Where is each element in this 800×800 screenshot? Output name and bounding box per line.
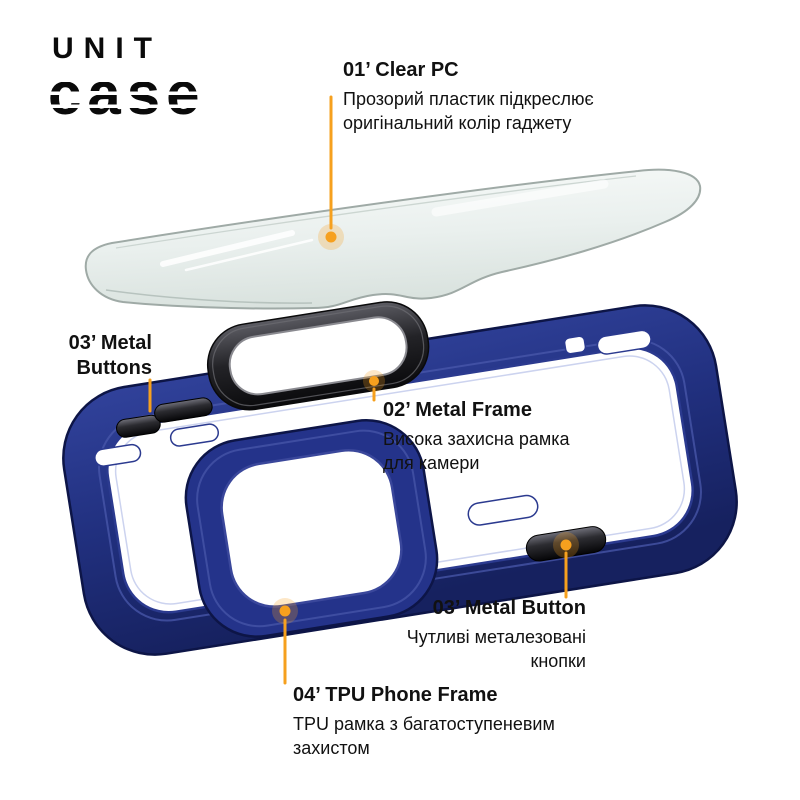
glass-reflection-2 <box>184 238 314 272</box>
case-cutout-button-right <box>467 494 539 526</box>
callout-metal-frame: 02’ Metal Frame Висока захисна рамка для… <box>383 398 570 475</box>
case-cutout-button-left-2 <box>169 423 220 447</box>
callout-dot-clear-pc <box>325 231 337 243</box>
callout-dot-metal-frame <box>369 376 379 386</box>
callout-dots <box>272 224 579 624</box>
glass-reflection-1 <box>160 230 295 267</box>
callout-dot-metal-button <box>560 539 572 551</box>
metal-button-small <box>116 414 161 438</box>
logo-case-text: case <box>48 60 205 125</box>
callout-tpu-frame-body-line2: захистом <box>293 738 370 758</box>
callout-metal-button-title: 03’ Metal Button <box>432 597 586 619</box>
callout-lines <box>148 95 568 685</box>
callout-metal-frame-body-line1: Висока захисна рамка <box>383 429 570 449</box>
glass-reflection-3 <box>431 179 609 217</box>
brand-logo-art: UNIT case <box>48 32 205 127</box>
callout-clear-pc-body-line1: Прозорий пластик підкреслює <box>343 89 594 109</box>
clear-pc-thickness-edge <box>105 289 313 304</box>
logo-unit-text: UNIT <box>52 32 162 65</box>
clear-pc-inner-edge <box>115 175 637 249</box>
callout-metal-buttons-title-line2: Buttons <box>76 357 152 379</box>
brand-logo: UNIT case <box>44 30 219 130</box>
tpu-camera-hole <box>220 448 403 608</box>
callout-dot-tpu-frame <box>279 605 291 617</box>
metal-button-long <box>154 397 213 423</box>
callout-clear-pc-title: 01’ Clear PC <box>343 59 459 81</box>
clear-pc-outline <box>84 168 702 310</box>
callout-clear-pc-body-line2: оригінальний колір гаджету <box>343 113 572 133</box>
callout-tpu-frame: 04’ TPU Phone Frame TPU рамка з багатост… <box>293 683 555 760</box>
callout-metal-frame-body-line2: для камери <box>383 453 480 473</box>
camera-metal-frame-rim <box>212 305 425 407</box>
callout-metal-button-body-line1: Чутливі металезовані <box>406 627 586 647</box>
callout-metal-frame-title: 02’ Metal Frame <box>383 399 532 421</box>
callout-metal-button-body-line2: кнопки <box>530 651 586 671</box>
callout-tpu-frame-body-line1: TPU рамка з багатоступеневим <box>293 714 555 734</box>
tpu-camera-frame-highlight <box>196 429 427 628</box>
case-cutout-mute-switch <box>563 335 587 355</box>
callout-metal-buttons: 03’ Metal Buttons <box>24 331 152 381</box>
callout-metal-button: 03’ Metal Button Чутливі металезовані кн… <box>346 596 586 673</box>
case-cutout-volume <box>596 329 652 355</box>
callout-metal-buttons-title-line1: 03’ Metal <box>68 332 152 354</box>
camera-metal-frame-hole <box>228 316 408 396</box>
callout-tpu-frame-title: 04’ TPU Phone Frame <box>293 684 498 706</box>
callout-clear-pc: 01’ Clear PC Прозорий пластик підкреслює… <box>343 58 594 135</box>
clear-pc-panel <box>84 168 702 310</box>
case-cutout-button-left-1 <box>94 443 142 467</box>
